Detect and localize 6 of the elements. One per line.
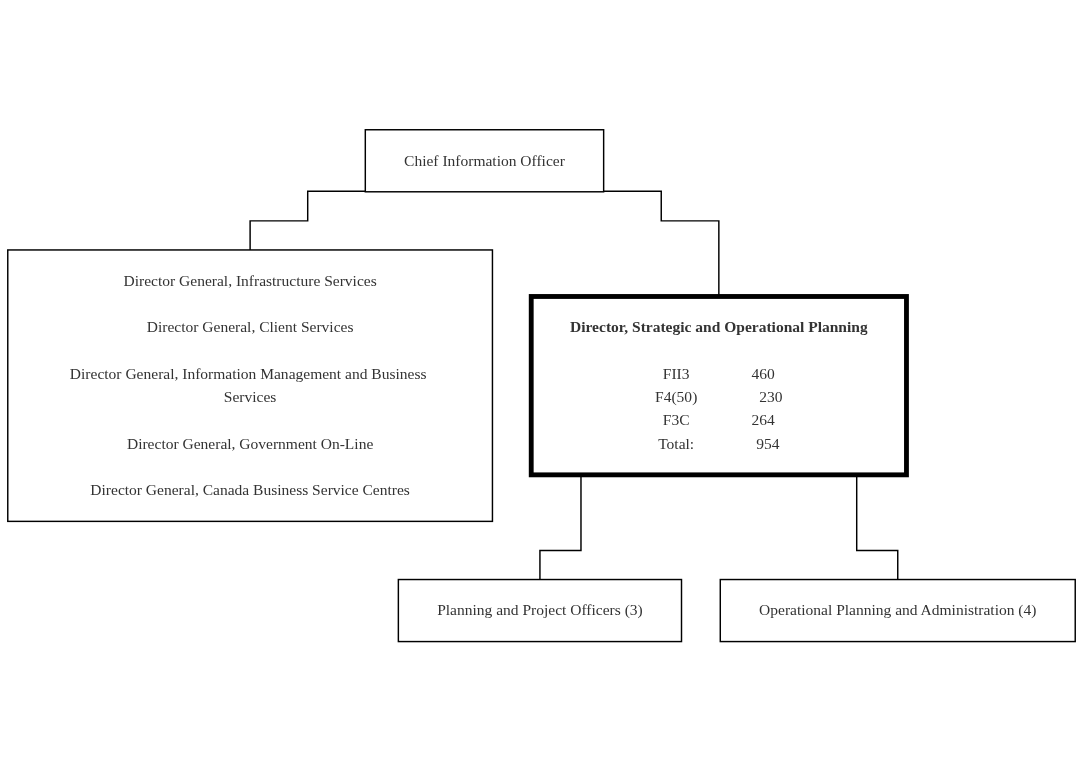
node-box: Director General, Infrastructure Services Director General, Client Services Director General, Information Management and Business Services Director General, Government On-Line Director General, Canada Business Service Centres	[7, 249, 494, 522]
node-box: Chief Information Officer	[364, 128, 605, 193]
node-box: Planning and Project Officers (3)	[397, 578, 683, 643]
connector	[249, 190, 367, 251]
node-box: Director, Strategic and Operational Planning FII3 460 F4(50) 230 F3C 264 Total: 954	[528, 293, 909, 478]
node-box: Operational Planning and Administration (4)	[719, 578, 1076, 643]
